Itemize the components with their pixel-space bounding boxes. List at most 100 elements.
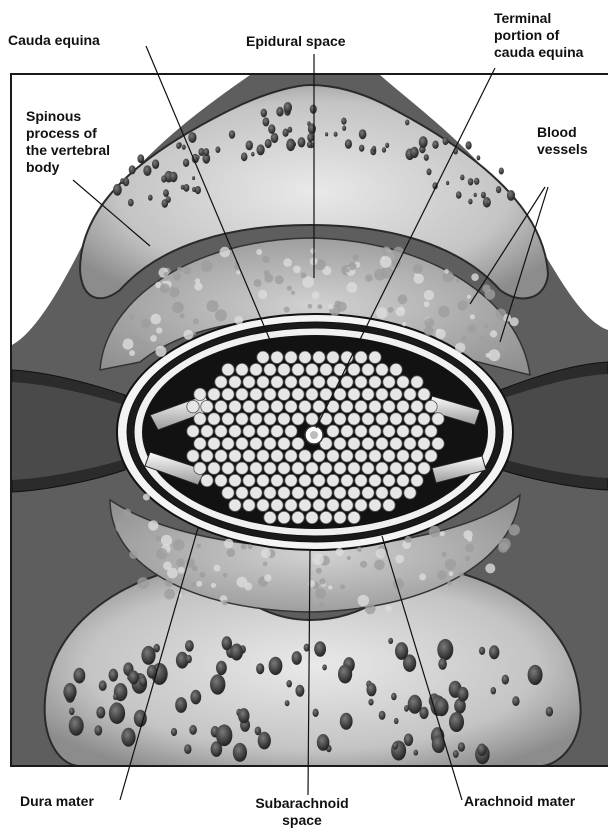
fat-lobule — [447, 581, 451, 585]
bone-pore — [466, 141, 472, 149]
nerve-fiber — [355, 400, 367, 412]
bone-pore — [241, 152, 248, 161]
nerve-fiber — [425, 450, 437, 462]
nerve-fiber — [369, 376, 381, 388]
bone-pore — [69, 716, 84, 736]
fat-lobule — [419, 573, 426, 580]
bone-pore — [163, 189, 169, 197]
bone-pore — [203, 148, 209, 156]
fat-lobule — [348, 262, 356, 270]
bone-pore — [512, 696, 519, 706]
nerve-fiber — [397, 400, 409, 412]
nerve-fiber — [341, 474, 353, 486]
nerve-fiber — [404, 413, 416, 425]
bone-pore — [307, 133, 314, 142]
nerve-fiber — [355, 376, 367, 388]
bone-pore — [368, 699, 373, 706]
bone-pore — [338, 665, 352, 684]
bone-pore — [325, 132, 328, 136]
nerve-fiber — [418, 462, 430, 474]
nerve-fiber — [306, 462, 318, 474]
nerve-fiber — [369, 351, 381, 363]
fat-lobule — [164, 272, 169, 277]
bone-pore — [410, 147, 419, 158]
nerve-fiber — [264, 437, 276, 449]
bone-pore — [496, 186, 501, 193]
nerve-fiber — [411, 425, 423, 437]
nerve-fiber — [362, 388, 374, 400]
bone-pore — [113, 184, 122, 196]
fat-lobule — [456, 279, 460, 283]
fat-lobule — [222, 600, 227, 605]
fat-lobule — [328, 585, 332, 589]
nerve-fiber — [313, 474, 325, 486]
nerve-fiber — [411, 400, 423, 412]
nerve-fiber — [383, 376, 395, 388]
fat-lobule — [194, 282, 202, 290]
bone-pore — [284, 102, 292, 113]
nerve-fiber — [215, 376, 227, 388]
nerve-fiber — [376, 388, 388, 400]
nerve-fiber — [355, 450, 367, 462]
fat-lobule — [482, 284, 490, 292]
nerve-fiber — [201, 400, 213, 412]
bone-pore — [372, 146, 376, 152]
nerve-fiber — [299, 450, 311, 462]
nerve-fiber — [264, 363, 276, 375]
bone-pore — [99, 680, 107, 691]
label-spinous-process: Spinous process of the vertebral body — [26, 108, 110, 176]
nerve-fiber — [327, 450, 339, 462]
bone-pore — [181, 185, 185, 190]
nerve-fiber — [257, 425, 269, 437]
bone-pore — [94, 725, 102, 735]
bone-pore — [435, 698, 449, 716]
bone-pore — [424, 154, 429, 161]
bone-pore — [121, 728, 135, 747]
fat-lobule — [301, 272, 307, 278]
nerve-fiber — [292, 437, 304, 449]
nerve-fiber — [222, 437, 234, 449]
nerve-fiber — [250, 363, 262, 375]
fat-lobule — [236, 271, 240, 275]
nerve-fiber — [348, 388, 360, 400]
fat-lobule — [177, 267, 183, 273]
fat-lobule — [360, 561, 367, 568]
nerve-fiber — [236, 413, 248, 425]
nerve-fiber — [383, 425, 395, 437]
label-dura-mater: Dura mater — [20, 793, 94, 810]
nerve-fiber — [355, 499, 367, 511]
bone-pore — [313, 709, 319, 717]
nerve-fiber — [257, 400, 269, 412]
bone-pore — [458, 687, 469, 702]
nerve-fiber — [285, 376, 297, 388]
nerve-fiber — [306, 388, 318, 400]
fat-lobule — [459, 572, 464, 577]
nerve-fiber — [278, 487, 290, 499]
nerve-fiber — [313, 351, 325, 363]
nerve-fiber — [397, 376, 409, 388]
fat-lobule — [413, 264, 423, 274]
fat-lobule — [498, 542, 508, 552]
fat-lobule — [183, 330, 193, 340]
nerve-fiber — [334, 388, 346, 400]
nerve-fiber — [257, 499, 269, 511]
fat-lobule — [193, 318, 199, 324]
fat-lobule — [176, 558, 185, 567]
fat-lobule — [308, 304, 313, 309]
bone-pore — [230, 644, 243, 661]
bone-pore — [196, 155, 199, 159]
bone-pore — [175, 697, 187, 713]
bone-pore — [546, 707, 553, 717]
nerve-fiber — [243, 376, 255, 388]
bone-pore — [437, 639, 453, 660]
fat-lobule — [365, 604, 376, 615]
nerve-fiber — [411, 474, 423, 486]
fat-lobule — [160, 283, 170, 293]
bone-pore — [139, 676, 147, 686]
bone-pore — [182, 145, 186, 150]
nerve-fiber — [348, 413, 360, 425]
fat-lobule — [424, 290, 434, 300]
bone-pore — [404, 705, 409, 712]
nerve-fiber — [348, 462, 360, 474]
nerve-fiber — [292, 413, 304, 425]
